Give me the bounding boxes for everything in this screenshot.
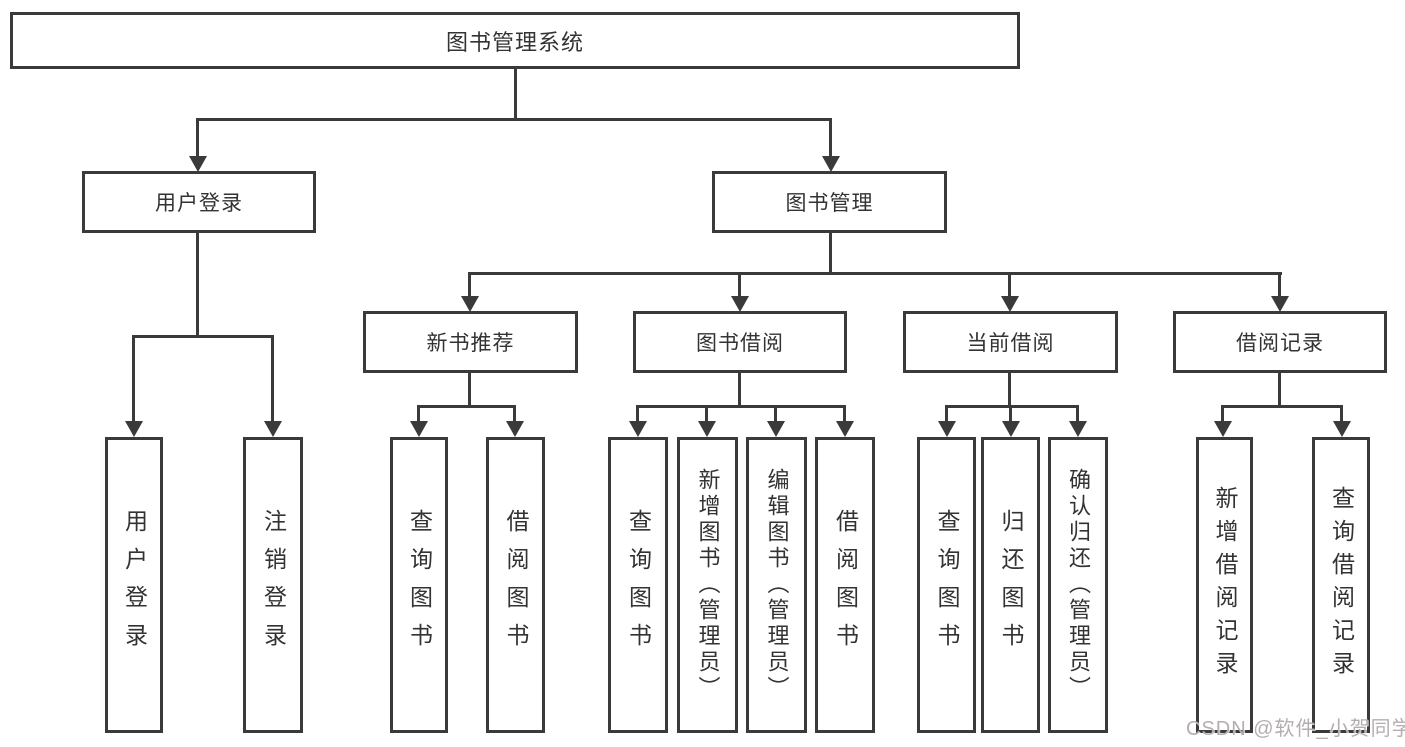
connector-vline [738,272,741,297]
connector-vline [468,272,471,297]
connector-hline [945,405,1079,408]
connector-hline [1221,405,1343,408]
connector-vline [1340,405,1343,422]
leaf-record-query: 查询借阅记录 [1312,437,1370,733]
arrowhead-down-icon [461,296,479,312]
arrowhead-down-icon [264,421,282,437]
connector-hline [468,272,1282,275]
arrowhead-down-icon [125,421,143,437]
arrowhead-down-icon [1069,421,1087,437]
connector-vline [1278,272,1281,297]
connector-vline [1076,405,1079,422]
connector-hline [132,335,274,338]
connector-vline [738,373,741,406]
leaf-current-confirm-admin: 确认归还（管理员） [1048,437,1108,733]
arrowhead-down-icon [938,421,956,437]
arrowhead-down-icon [1333,421,1351,437]
arrowhead-down-icon [1214,421,1232,437]
leaf-newbook-borrow: 借阅图书 [486,437,545,733]
leaf-current-return: 归还图书 [981,437,1040,733]
connector-hline [636,405,846,408]
connector-hline [196,118,832,121]
arrowhead-down-icon [1002,421,1020,437]
arrowhead-down-icon [410,421,428,437]
node-new-book-recommend: 新书推荐 [363,311,578,373]
arrowhead-down-icon [1271,296,1289,312]
leaf-borrow-query: 查询图书 [608,437,668,733]
connector-vline [417,405,420,422]
connector-vline [843,405,846,422]
node-user-login: 用户登录 [82,171,316,233]
leaf-borrow-edit-admin: 编辑图书（管理员） [746,437,807,733]
connector-vline [1008,373,1011,406]
connector-vline [271,335,274,422]
arrowhead-down-icon [836,421,854,437]
arrowhead-down-icon [629,421,647,437]
connector-vline [196,233,199,336]
connector-vline [636,405,639,422]
arrowhead-down-icon [189,156,207,172]
connector-vline [774,405,777,422]
connector-vline [468,373,471,406]
connector-vline [829,233,832,273]
node-book-management: 图书管理 [712,171,947,233]
connector-vline [705,405,708,422]
connector-vline [945,405,948,422]
leaf-logout: 注销登录 [243,437,303,733]
node-root-system: 图书管理系统 [10,12,1020,69]
leaf-user-login: 用户登录 [105,437,163,733]
connector-vline [1278,373,1281,406]
connector-vline [132,335,135,422]
leaf-current-query: 查询图书 [917,437,976,733]
csdn-watermark: CSDN @软件_小贺同学 [1186,718,1405,740]
leaf-borrow-book: 借阅图书 [815,437,875,733]
connector-vline [829,118,832,157]
leaf-borrow-add-admin: 新增图书（管理员） [677,437,738,733]
arrowhead-down-icon [506,421,524,437]
arrowhead-down-icon [731,296,749,312]
leaf-newbook-query: 查询图书 [390,437,448,733]
connector-vline [196,118,199,157]
connector-vline [1009,405,1012,422]
connector-vline [1008,272,1011,297]
arrowhead-down-icon [767,421,785,437]
node-book-borrow: 图书借阅 [633,311,847,373]
connector-vline [514,68,517,119]
arrowhead-down-icon [698,421,716,437]
arrowhead-down-icon [1001,296,1019,312]
arrowhead-down-icon [822,156,840,172]
connector-hline [417,405,516,408]
node-current-borrow: 当前借阅 [903,311,1118,373]
leaf-record-add: 新增借阅记录 [1196,437,1253,733]
node-borrow-records: 借阅记录 [1173,311,1387,373]
connector-vline [513,405,516,422]
connector-vline [1221,405,1224,422]
